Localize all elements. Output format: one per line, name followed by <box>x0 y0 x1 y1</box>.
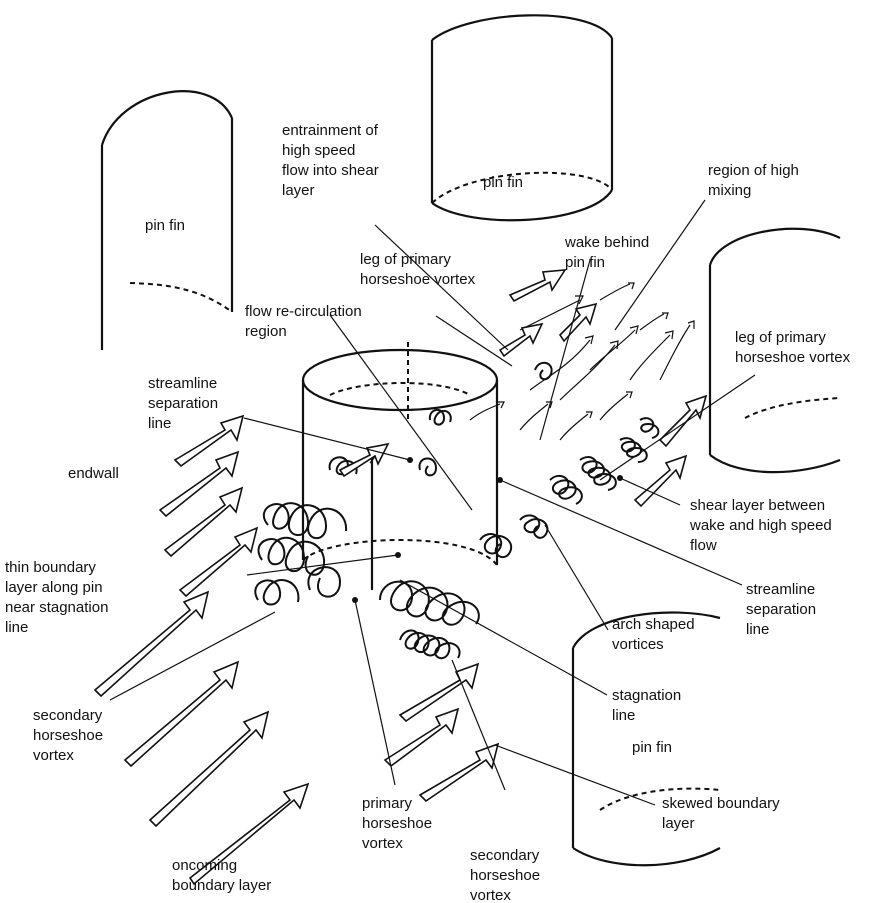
svg-text:wake behind: wake behind <box>564 234 649 251</box>
label-stagnation-line: stagnation line <box>612 687 681 724</box>
svg-text:mixing: mixing <box>708 182 751 199</box>
svg-text:skewed boundary: skewed boundary <box>662 795 780 812</box>
svg-text:entrainment of: entrainment of <box>282 122 379 139</box>
label-arch-vortices: arch shaped vortices <box>612 616 695 653</box>
svg-text:separation: separation <box>148 395 218 412</box>
label-pin-fin-top: pin fin <box>483 174 523 191</box>
label-entrainment: entrainment of high speed flow into shea… <box>282 122 379 199</box>
oncoming-flow-arrows <box>95 270 706 884</box>
svg-text:wake and high speed: wake and high speed <box>689 517 832 534</box>
svg-text:secondary: secondary <box>33 707 103 724</box>
svg-text:horseshoe: horseshoe <box>362 815 432 832</box>
label-oncoming-boundary-layer: oncoming boundary layer <box>172 857 271 894</box>
svg-text:horseshoe vortex: horseshoe vortex <box>735 349 851 366</box>
svg-text:line: line <box>612 707 635 724</box>
svg-text:layer: layer <box>662 815 695 832</box>
svg-text:leg of primary: leg of primary <box>735 329 826 346</box>
svg-text:layer along pin: layer along pin <box>5 579 103 596</box>
svg-text:vortices: vortices <box>612 636 664 653</box>
label-pin-fin-bottom: pin fin <box>632 739 672 756</box>
svg-text:streamline: streamline <box>746 581 815 598</box>
label-shear-layer: shear layer between wake and high speed … <box>689 497 832 554</box>
svg-text:arch shaped: arch shaped <box>612 616 695 633</box>
label-streamline-separation-left: streamline separation line <box>148 375 218 432</box>
svg-text:vortex: vortex <box>33 747 74 764</box>
svg-text:primary: primary <box>362 795 413 812</box>
label-skewed-boundary-layer: skewed boundary layer <box>662 795 780 832</box>
svg-text:streamline: streamline <box>148 375 217 392</box>
wake-flow-arrows <box>340 283 694 470</box>
svg-text:region: region <box>245 323 287 340</box>
label-leg-primary-center: leg of primary horseshoe vortex <box>360 251 476 288</box>
label-streamline-separation-right: streamline separation line <box>746 581 816 638</box>
label-pin-fin-left: pin fin <box>145 217 185 234</box>
label-primary-horseshoe: primary horseshoe vortex <box>362 795 432 852</box>
label-endwall: endwall <box>68 465 119 482</box>
leader-lines <box>110 200 755 805</box>
label-region-mixing: region of high mixing <box>708 162 799 199</box>
label-thin-boundary-layer: thin boundary layer along pin near stagn… <box>5 559 108 636</box>
svg-text:region of high: region of high <box>708 162 799 179</box>
label-leg-primary-right: leg of primary horseshoe vortex <box>735 329 851 366</box>
svg-text:horseshoe: horseshoe <box>470 867 540 884</box>
svg-text:leg of primary: leg of primary <box>360 251 451 268</box>
svg-text:boundary layer: boundary layer <box>172 877 271 894</box>
svg-text:horseshoe vortex: horseshoe vortex <box>360 271 476 288</box>
svg-text:line: line <box>5 619 28 636</box>
svg-text:flow: flow <box>690 537 717 554</box>
svg-text:thin boundary: thin boundary <box>5 559 96 576</box>
label-wake-behind: wake behind pin fin <box>564 234 649 271</box>
svg-text:separation: separation <box>746 601 816 618</box>
svg-text:vortex: vortex <box>470 887 511 903</box>
svg-text:secondary: secondary <box>470 847 540 864</box>
svg-text:stagnation: stagnation <box>612 687 681 704</box>
svg-text:shear layer between: shear layer between <box>690 497 825 514</box>
svg-text:line: line <box>148 415 171 432</box>
svg-text:horseshoe: horseshoe <box>33 727 103 744</box>
svg-text:flow into shear: flow into shear <box>282 162 379 179</box>
svg-text:near stagnation: near stagnation <box>5 599 108 616</box>
leader-dots <box>352 457 623 603</box>
label-secondary-horseshoe-bottom: secondary horseshoe vortex <box>470 847 540 903</box>
svg-text:oncoming: oncoming <box>172 857 237 874</box>
svg-text:layer: layer <box>282 182 315 199</box>
svg-text:high speed: high speed <box>282 142 355 159</box>
svg-text:pin fin: pin fin <box>565 254 605 271</box>
svg-text:flow re-circulation: flow re-circulation <box>245 303 362 320</box>
label-secondary-horseshoe-left: secondary horseshoe vortex <box>33 707 103 764</box>
svg-text:vortex: vortex <box>362 835 403 852</box>
svg-text:line: line <box>746 621 769 638</box>
